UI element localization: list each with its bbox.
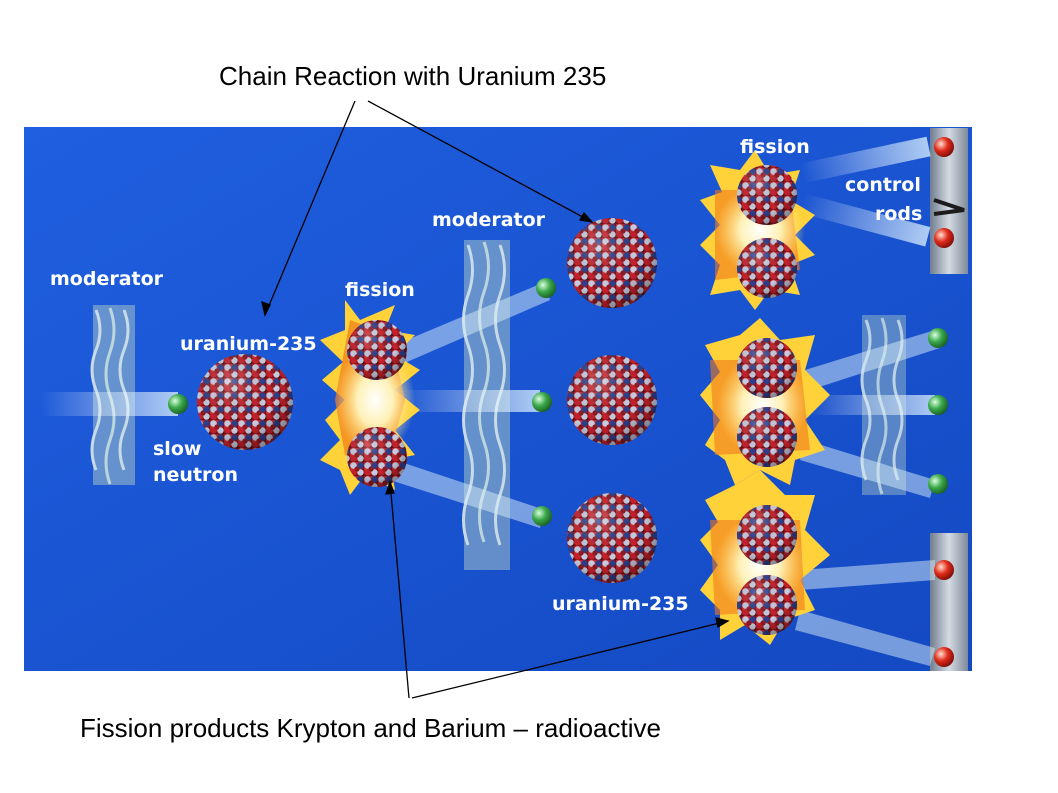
slow-neutron <box>168 394 188 414</box>
neutron-red-4 <box>934 647 954 667</box>
neutron-red-3 <box>934 560 954 580</box>
neutron-trails <box>40 136 940 666</box>
uranium-nucleus-bottom <box>567 493 657 583</box>
neutron-green-2 <box>532 392 552 412</box>
control-rod-bottom <box>930 533 968 671</box>
fragment-bottom-b <box>737 575 797 635</box>
diagram-footer: Fission products Krypton and Barium – ra… <box>80 713 661 743</box>
fission-fragment-lower <box>347 427 407 487</box>
annotation-arrows <box>261 100 730 699</box>
label-rods: rods <box>875 203 922 225</box>
neutron-green-4 <box>928 328 948 348</box>
fission-fragment-upper <box>347 320 407 380</box>
label-moderator-1: moderator <box>50 268 164 290</box>
fragment-top-b <box>737 238 797 298</box>
label-fission-1: fission <box>345 279 415 301</box>
fragment-bottom-a <box>737 505 797 565</box>
neutron-green-6 <box>928 474 948 494</box>
uranium-nucleus-middle <box>567 355 657 445</box>
label-neutron: neutron <box>153 464 238 486</box>
neutron-green-1 <box>536 278 556 298</box>
neutron-red-1 <box>934 137 954 157</box>
neutron-green-3 <box>532 506 552 526</box>
fragment-top-a <box>737 165 797 225</box>
neutron-green-5 <box>928 395 948 415</box>
label-fission-2: fission <box>740 136 810 158</box>
label-uranium-1: uranium-235 <box>180 333 317 355</box>
uranium-235-nucleus <box>197 354 293 450</box>
diagram-title: Chain Reaction with Uranium 235 <box>219 61 606 91</box>
fragment-middle-b <box>737 407 797 467</box>
neutron-red-2 <box>934 228 954 248</box>
label-slow: slow <box>153 438 201 460</box>
label-control: control <box>845 174 921 196</box>
uranium-nucleus-top <box>567 218 657 308</box>
label-uranium-2: uranium-235 <box>552 593 689 615</box>
label-moderator-2: moderator <box>432 209 546 231</box>
fragment-middle-a <box>737 338 797 398</box>
